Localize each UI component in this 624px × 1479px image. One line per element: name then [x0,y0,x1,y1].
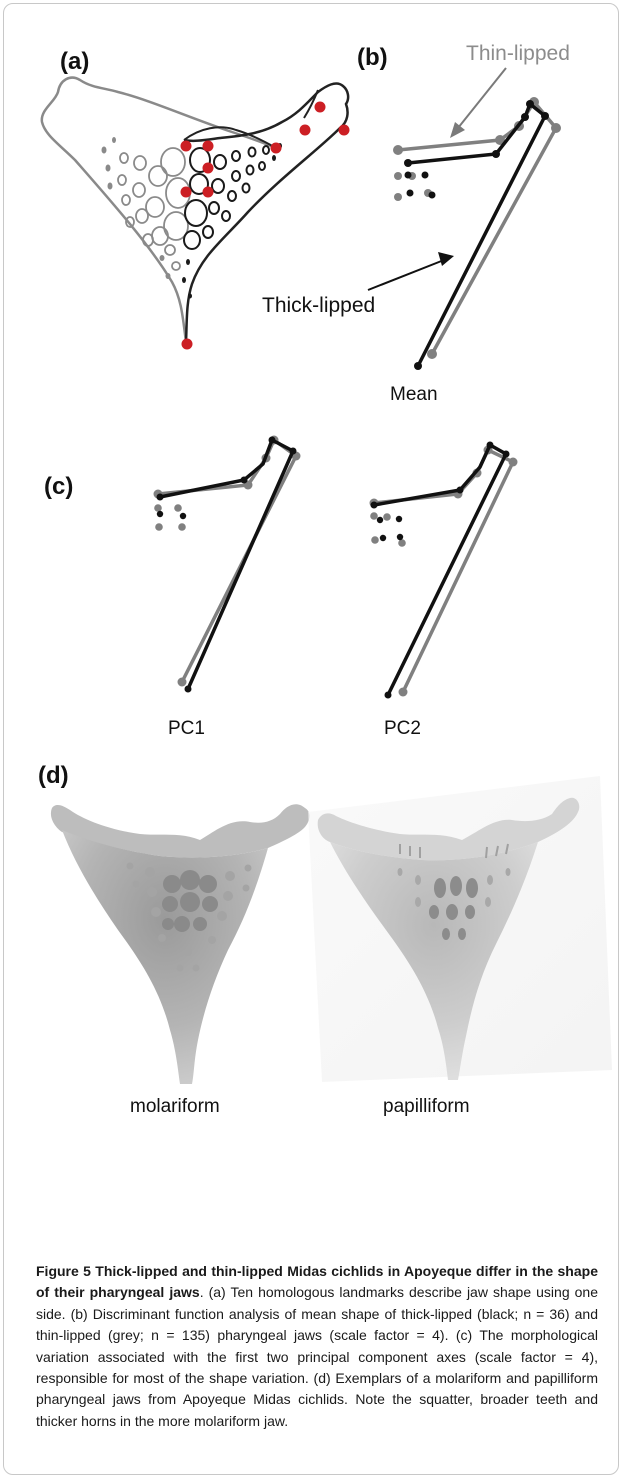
caption-body: . (a) Ten homologous landmarks describe … [36,1284,598,1428]
pc1-shape-diagram [154,436,301,693]
jaw-outline-diagram [42,78,348,342]
figure-caption: Figure 5 Thick-lipped and thin-lipped Mi… [36,1261,598,1432]
caption-figure-label: Figure 5 [36,1263,91,1279]
pc2-shape-diagram [370,442,518,699]
mean-shape-diagram [368,68,561,370]
molariform-jaw-image [51,804,310,1084]
papilliform-jaw-image [308,776,612,1082]
